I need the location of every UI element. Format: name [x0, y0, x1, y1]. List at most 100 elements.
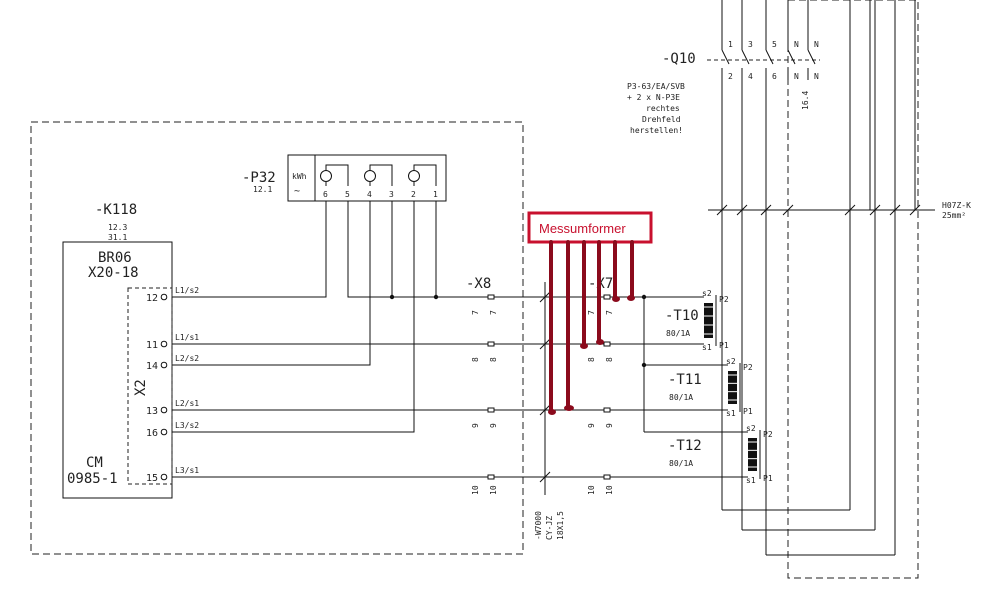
messumformer-overlay: Messumformer [527, 211, 653, 415]
terminal-number: 10 [587, 485, 596, 495]
ct-tag: -T12 [668, 438, 702, 454]
h07z-size: 25mm² [942, 211, 966, 220]
ct-core [704, 303, 713, 338]
q10-term-bottom: 6 [772, 72, 777, 81]
ct-core [748, 438, 757, 471]
p32-term: 6 [323, 190, 328, 199]
q10-neutral-frame [787, 0, 919, 579]
ct-s1: s1 [702, 343, 712, 352]
q10-note-line: herstellen! [630, 126, 683, 135]
signal-label: L3/s1 [175, 466, 199, 475]
k118-terminal-rows: 12L1/s211L1/s114L2/s213L2/s116L3/s215L3/… [146, 286, 199, 484]
ct-p2: P2 [743, 363, 753, 372]
k118-bottom-label: CM [86, 455, 103, 471]
terminal-number: 9 [471, 423, 480, 428]
p32-coil-l3 [408, 170, 420, 182]
cable-w7000: -W7000 CY-JZ 18X1,5 [534, 282, 565, 540]
cabinet-boundary [30, 121, 524, 555]
junction-dot [433, 294, 439, 300]
device-k118: -K118 12.3 31.1 BR06 X20-18 CM 0985-1 X2 [62, 202, 173, 499]
w7000-type: CY-JZ [545, 516, 554, 540]
terminal-10 [603, 474, 611, 480]
terminal-number: 8 [587, 357, 596, 362]
x2-terminal-block [127, 287, 173, 485]
messumformer-callout-box [527, 211, 653, 244]
signal-label: L2/s1 [175, 399, 199, 408]
k118-bottom-label: 0985-1 [67, 471, 118, 487]
q10-term-bottom: 4 [748, 72, 753, 81]
terminal-number: 7 [587, 310, 596, 315]
ct-tag: -T10 [665, 308, 699, 324]
w7000-spec: 18X1,5 [556, 511, 565, 540]
ct-ratio: 80/1A [669, 393, 693, 402]
q10-tag: -Q10 [662, 51, 696, 67]
p32-term: 3 [389, 190, 394, 199]
ct-core [728, 371, 737, 404]
ct-tag: -T11 [668, 372, 702, 388]
k118-model: BR06 [98, 250, 132, 266]
p32-tag: -P32 [242, 170, 276, 186]
terminal-number: 10 [605, 485, 614, 495]
ct-p2: P2 [763, 430, 773, 439]
junction-dot [389, 294, 395, 300]
terminal-9 [603, 407, 611, 413]
terminal-number: 10 [489, 485, 498, 495]
ct-p1: P1 [719, 341, 729, 350]
ct-ratio: 80/1A [669, 459, 693, 468]
q10-term-bottom: 2 [728, 72, 733, 81]
q10-term-top: N [794, 40, 799, 49]
p32-unit: kWh [292, 172, 307, 181]
p32-term: 1 [433, 190, 438, 199]
ct-s2: s2 [702, 289, 712, 298]
p32-term: 2 [411, 190, 416, 199]
q10-note-line: + 2 x N-P3E [627, 93, 680, 102]
terminal-12 [160, 293, 168, 301]
terminal-number: 13 [146, 406, 158, 417]
terminal-8 [487, 341, 495, 347]
meter-p32: -P32 12.1 kWh ~ 6 5 4 3 2 1 [242, 154, 447, 202]
ct-s1: s1 [746, 476, 756, 485]
terminal-14 [160, 361, 168, 369]
q10-term-top: 1 [728, 40, 733, 49]
q10-term-top: 3 [748, 40, 753, 49]
messumformer-label: Messumformer [539, 221, 626, 236]
q10-ref: 16.4 [801, 91, 810, 110]
ct-s2: s2 [726, 357, 736, 366]
terminal-16 [160, 428, 168, 436]
ct-ratio: 80/1A [666, 329, 690, 338]
q10-breaker: -Q10 16.4 [662, 0, 919, 579]
p32-term: 5 [345, 190, 350, 199]
terminal-strip-x8: -X8 [466, 276, 491, 292]
terminal-number: 14 [146, 361, 158, 372]
terminal-number: 7 [605, 310, 614, 315]
p32-housing [287, 154, 447, 202]
p32-term: 4 [367, 190, 372, 199]
p32-ref: 12.1 [253, 185, 272, 194]
q10-term-top: N [814, 40, 819, 49]
terminal-number: 15 [146, 473, 158, 484]
k118-tag: -K118 [95, 202, 137, 218]
h07z-type: H07Z-K [942, 201, 971, 210]
signal-label: L3/s2 [175, 421, 199, 430]
terminal-number: 8 [489, 357, 498, 362]
terminal-10 [487, 474, 495, 480]
terminal-number: 8 [605, 357, 614, 362]
p32-coil-l1 [320, 170, 332, 182]
terminal-13 [160, 406, 168, 414]
ct-s2: s2 [746, 424, 756, 433]
ct-p2: P2 [719, 295, 729, 304]
terminal-number: 9 [489, 423, 498, 428]
k118-ref: 31.1 [108, 233, 127, 242]
terminal-number: 8 [471, 357, 480, 362]
terminal-number: 9 [605, 423, 614, 428]
x2-label: X2 [133, 379, 149, 396]
q10-note-line: Drehfeld [642, 115, 681, 124]
k118-ref: 12.3 [108, 223, 127, 232]
terminal-number: 9 [587, 423, 596, 428]
terminal-7 [603, 294, 611, 300]
